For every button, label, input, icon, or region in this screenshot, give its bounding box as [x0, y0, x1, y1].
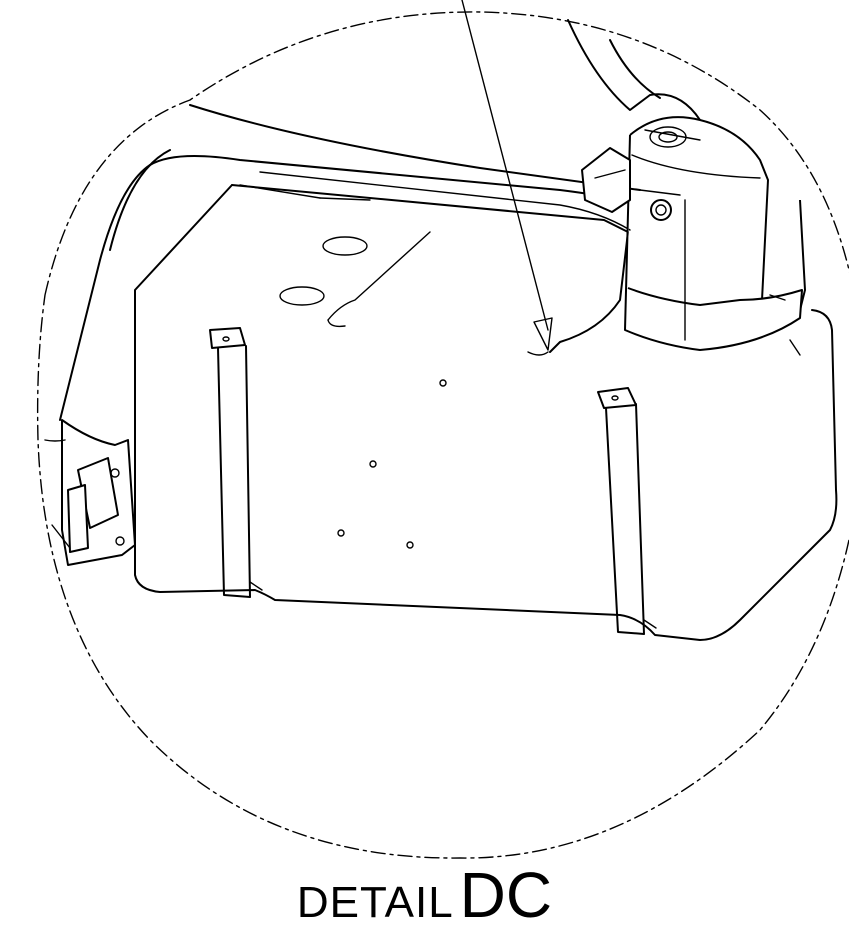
frame-rails [59, 104, 641, 421]
detail-drawing [36, 0, 849, 859]
detail-caption: DETAILDC [0, 858, 849, 931]
left-fitting [44, 419, 136, 566]
detail-caption-code: DC [459, 859, 553, 931]
tank-body [134, 184, 838, 641]
left-strap [209, 327, 263, 598]
right-strap [597, 387, 657, 635]
upper-right-mechanism [567, 19, 806, 356]
detail-boundary-circle [36, 11, 849, 859]
leader-arrow [461, 0, 553, 351]
detail-caption-word: DETAIL [296, 878, 454, 927]
